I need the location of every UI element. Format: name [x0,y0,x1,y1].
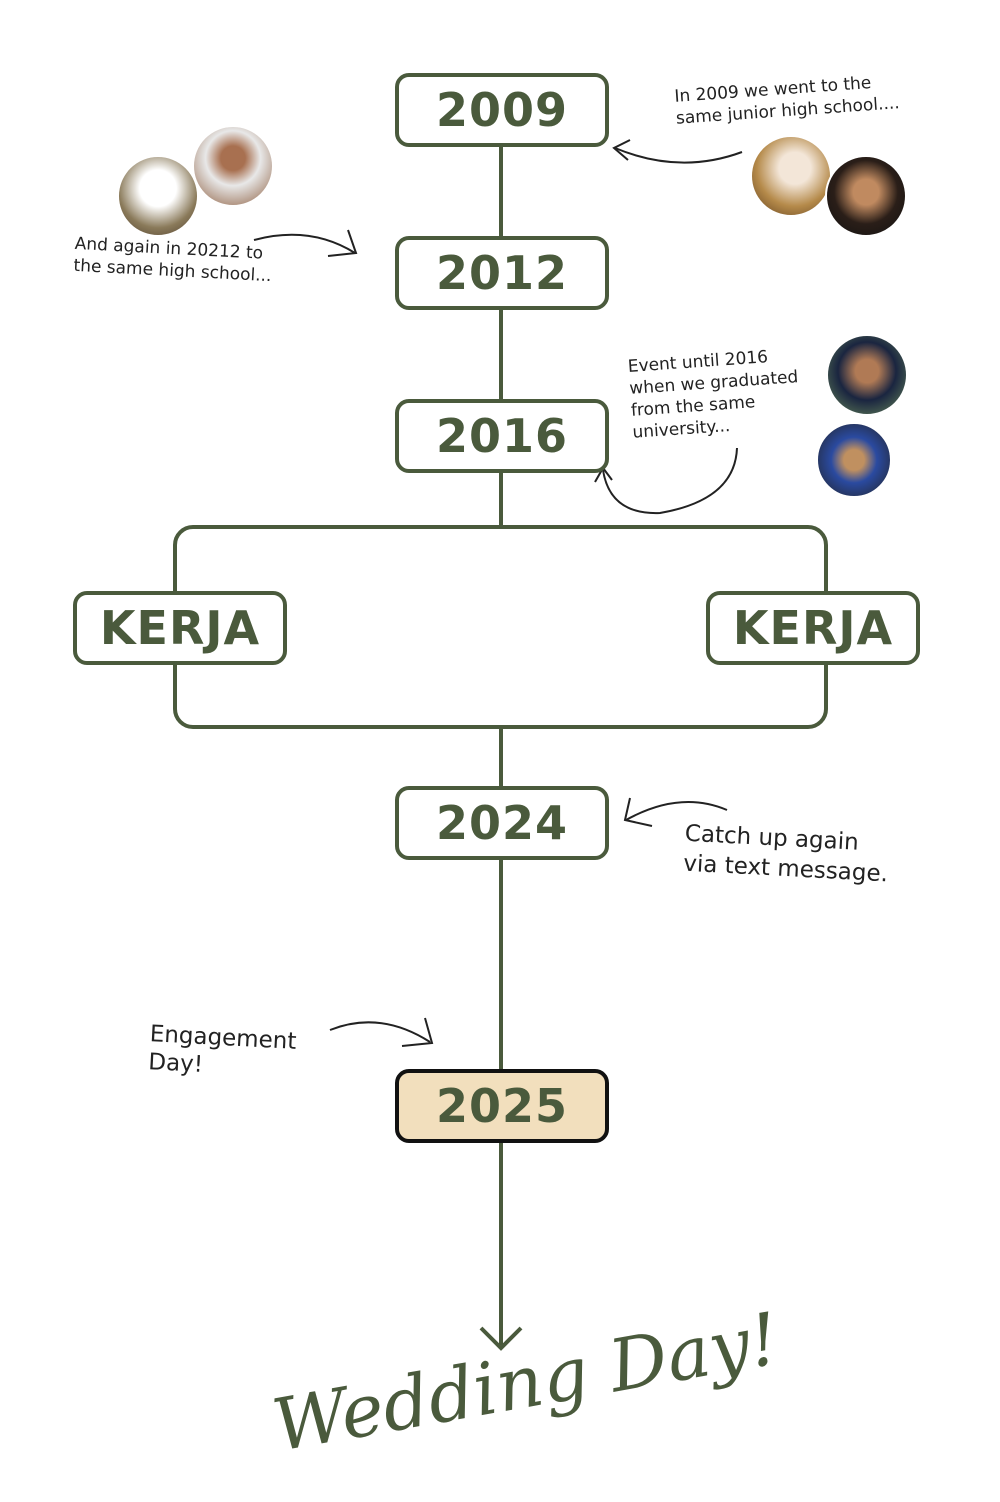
photo-2012-her [117,155,199,237]
note-2024: Catch up again via text message. [682,820,889,888]
branch-left-kerja: KERJA [73,591,287,665]
year-2025: 2025 [395,1069,609,1143]
year-2009: 2009 [395,73,609,147]
year-2012: 2012 [395,236,609,310]
annotation-arrows [253,139,743,1047]
year-2024: 2024 [395,786,609,860]
note-2025: Engagement Day! [147,1021,298,1078]
photo-2016-her [816,422,892,498]
photo-2009-him [825,155,907,237]
photo-2012-him [192,125,274,207]
year-2016: 2016 [395,399,609,473]
note-2016: Event until 2016 when we graduated from … [627,347,799,443]
photo-2009-her [750,135,832,217]
photo-2016-him [826,334,908,416]
branch-right-kerja: KERJA [706,591,920,665]
